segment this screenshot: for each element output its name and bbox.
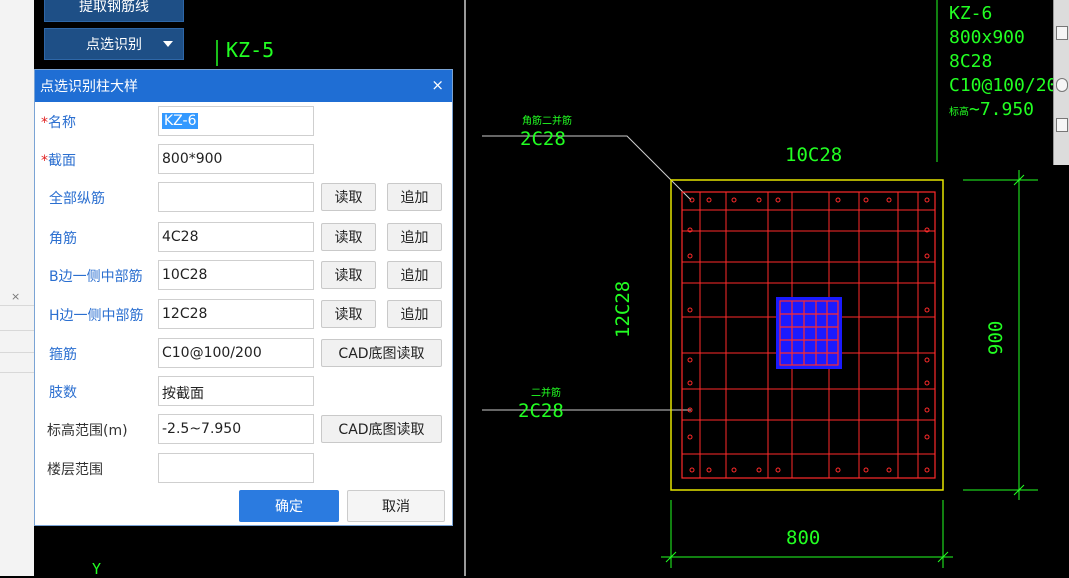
tool-icon[interactable] (1056, 78, 1068, 92)
core-block (776, 297, 842, 369)
floor-range-input[interactable] (158, 453, 314, 483)
field-row-h-side-rebar: H边一侧中部筋 12C28 读取 追加 (35, 299, 452, 329)
column-label-kz5: KZ-5 (226, 38, 275, 62)
name-input[interactable]: KZ-6 (158, 106, 314, 136)
top-rebar-label: 10C28 (785, 144, 843, 166)
elevation-cad-read-button[interactable]: CAD底图读取 (321, 415, 442, 443)
tool-icon[interactable] (1056, 26, 1068, 40)
section-label: *截面 (41, 153, 76, 169)
dim-width-label: 800 (786, 527, 821, 549)
panel-divider (0, 305, 34, 306)
append-corner-rebar-button[interactable]: 追加 (387, 223, 442, 251)
corner-rebar-leader (482, 135, 692, 201)
pick-identify-label: 点选识别 (86, 37, 142, 53)
read-h-side-rebar-button[interactable]: 读取 (321, 300, 376, 328)
dialog-title: 点选识别柱大样 (40, 79, 138, 95)
section-input[interactable]: 800*900 (158, 144, 314, 174)
append-all-long-rebar-button[interactable]: 追加 (387, 183, 442, 211)
field-row-section: *截面 800*900 (35, 144, 452, 174)
all-long-rebar-label: 全部纵筋 (49, 191, 105, 207)
append-h-side-rebar-button[interactable]: 追加 (387, 300, 442, 328)
dropdown-arrow-icon[interactable] (163, 41, 173, 47)
corner-rebar-value: 2C28 (520, 128, 566, 150)
info-line-1: KZ-6 (949, 3, 993, 24)
y-axis-label: Y (92, 560, 102, 578)
rebar-dots (687, 197, 930, 473)
floor-range-label: 楼层范围 (47, 462, 103, 478)
b-side-rebar-input[interactable]: 10C28 (158, 260, 314, 290)
info-line-5: 标高~7.950 (949, 99, 1035, 120)
all-long-rebar-input[interactable] (158, 182, 314, 212)
ok-button[interactable]: 确定 (239, 490, 339, 522)
cad-left-overlay (216, 40, 218, 66)
stirrup-label: 箍筋 (49, 347, 77, 363)
b-side-rebar-label: B边一侧中部筋 (49, 269, 143, 285)
panel-close-icon[interactable]: × (11, 290, 21, 303)
panel-divider (0, 372, 34, 373)
panel-divider (0, 352, 34, 353)
info-line-3: 8C28 (949, 51, 993, 72)
viewport-divider[interactable] (464, 0, 466, 576)
core-grid (779, 300, 839, 366)
legs-input[interactable]: 按截面 (158, 376, 314, 406)
column-section-drawing (482, 0, 1038, 568)
elevation-label: 标高范围(m) (47, 423, 128, 439)
field-row-legs: 肢数 按截面 (35, 376, 452, 406)
right-tool-panel (1053, 0, 1069, 165)
panel-divider (0, 330, 34, 331)
extract-rebar-line-button[interactable]: 提取钢筋线 (44, 0, 184, 22)
corner-rebar-input[interactable]: 4C28 (158, 222, 314, 252)
column-outline (670, 179, 944, 491)
info-block: KZ-6 800x900 8C28 C10@100/200 标高~7.950 (949, 2, 1068, 125)
dimension-lines (661, 170, 1038, 568)
pick-identify-column-dialog: 点选识别柱大样 × *名称 KZ-6 *截面 800*900 全部纵筋 读取 追… (34, 69, 453, 526)
close-icon[interactable]: × (431, 76, 444, 94)
h-side-rebar-input[interactable]: 12C28 (158, 299, 314, 329)
field-row-elevation: 标高范围(m) -2.5~7.950 CAD底图读取 (35, 414, 452, 444)
side-rebar-value: 2C28 (518, 400, 564, 422)
pick-identify-button[interactable]: 点选识别 (44, 28, 184, 60)
field-row-stirrup: 箍筋 C10@100/200 CAD底图读取 (35, 338, 452, 368)
read-corner-rebar-button[interactable]: 读取 (321, 223, 376, 251)
corner-rebar-label: 角筋 (49, 231, 77, 247)
info-line-2: 800x900 (949, 27, 1025, 48)
field-row-name: *名称 KZ-6 (35, 106, 452, 136)
corner-rebar-note: 角筋二并筋 (522, 116, 572, 127)
side-rebar-note: 二并筋 (531, 388, 561, 399)
dim-height-label: 900 (985, 320, 1007, 355)
left-panel-strip: × (0, 0, 35, 576)
stirrup-cad-read-button[interactable]: CAD底图读取 (321, 339, 442, 367)
tool-icon[interactable] (1056, 118, 1068, 132)
h-side-rebar-label: H边一侧中部筋 (49, 308, 144, 324)
stirrup-input[interactable]: C10@100/200 (158, 338, 314, 368)
field-row-corner-rebar: 角筋 4C28 读取 追加 (35, 222, 452, 252)
cancel-button[interactable]: 取消 (347, 490, 445, 522)
dialog-title-bar[interactable]: 点选识别柱大样 × (35, 70, 452, 102)
outer-stirrup (681, 191, 936, 479)
info-line-4: C10@100/200 (949, 75, 1069, 96)
legs-label: 肢数 (49, 385, 77, 401)
name-label: *名称 (41, 115, 76, 131)
read-b-side-rebar-button[interactable]: 读取 (321, 261, 376, 289)
elevation-input[interactable]: -2.5~7.950 (158, 414, 314, 444)
field-row-b-side-rebar: B边一侧中部筋 10C28 读取 追加 (35, 260, 452, 290)
field-row-all-long-rebar: 全部纵筋 读取 追加 (35, 182, 452, 212)
read-all-long-rebar-button[interactable]: 读取 (321, 183, 376, 211)
append-b-side-rebar-button[interactable]: 追加 (387, 261, 442, 289)
field-row-floor-range: 楼层范围 (35, 453, 452, 483)
left-rebar-label: 12C28 (612, 280, 634, 338)
